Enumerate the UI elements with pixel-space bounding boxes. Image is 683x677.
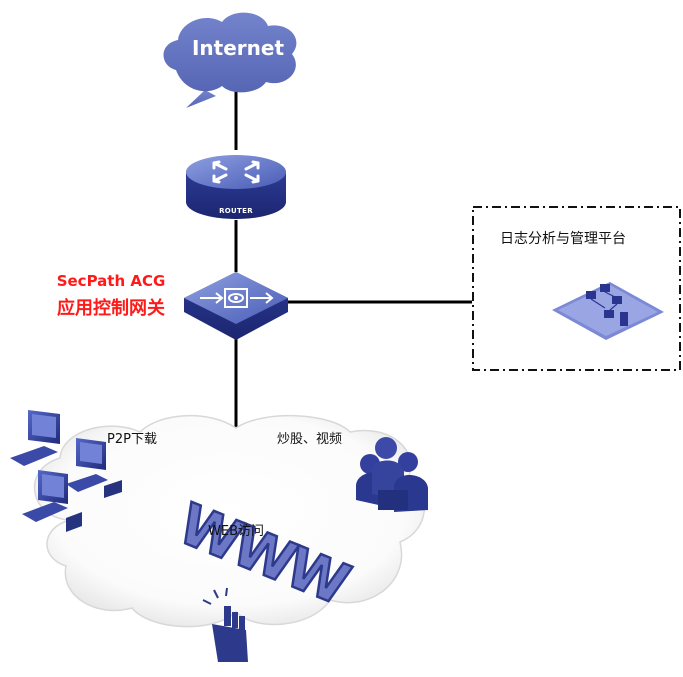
router-icon	[186, 155, 286, 219]
log-platform-label: 日志分析与管理平台	[500, 231, 626, 247]
router-label: ROUTER	[219, 207, 253, 215]
log-platform-icon	[552, 282, 664, 340]
internet-cloud-icon	[163, 12, 297, 108]
gateway-name-cn: 应用控制网关	[57, 298, 165, 319]
user-group-icon	[356, 437, 428, 512]
p2p-download-label: P2P下载	[107, 432, 157, 447]
gateway-name-en: SecPath ACG	[56, 272, 166, 290]
links	[234, 88, 472, 428]
pc-group-icon	[10, 410, 122, 532]
stock-video-label: 炒股、视频	[277, 432, 343, 447]
web-access-label: WEB访问	[208, 524, 264, 539]
log-platform-box	[472, 206, 681, 371]
internet-label: Internet	[191, 36, 285, 60]
acg-gateway-icon	[184, 272, 288, 340]
